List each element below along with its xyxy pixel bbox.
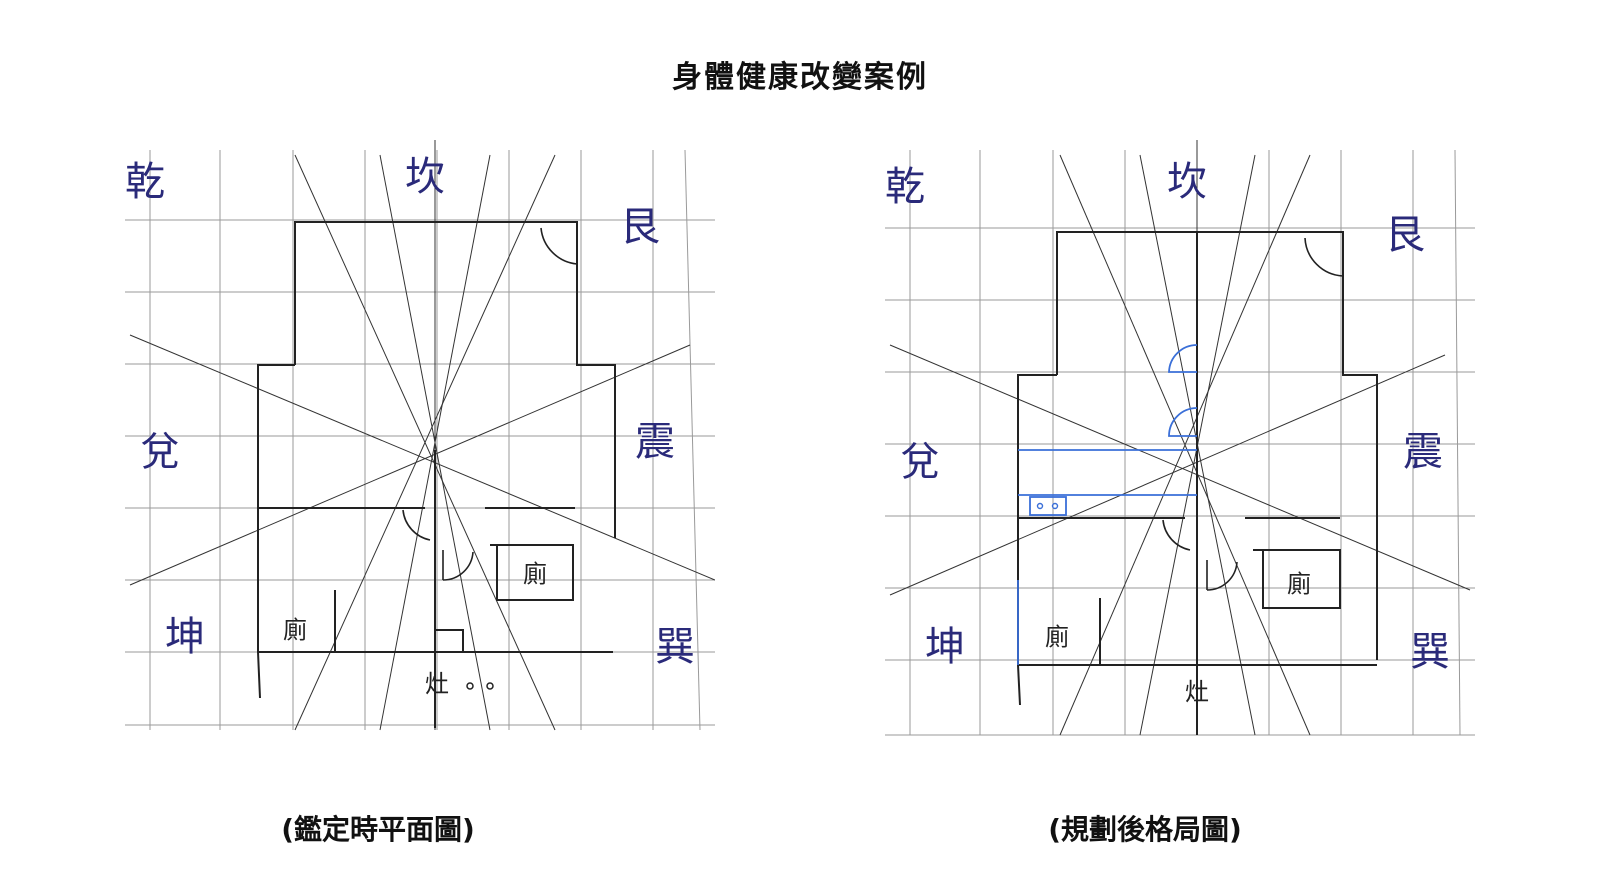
trigram-dui: 兌 [140,429,180,475]
room-label-toilet-left: 廁 [283,616,307,644]
room-label-kitchen: 灶 [425,670,449,698]
sector-lines [889,140,1471,736]
trigram-qian: 乾 [885,164,925,210]
room-label-kitchen: 灶 [1185,678,1209,706]
page-title: 身體健康改變案例 [672,60,928,95]
plan-after: 乾 坎 艮 兌 震 坤 巽 廁 廁 灶 [885,140,1475,740]
walls [1017,231,1378,735]
floorplan-after-drawing: 乾 坎 艮 兌 震 坤 巽 廁 廁 灶 [885,140,1475,736]
trigram-qian: 乾 [125,159,165,205]
plan-before: 乾 坎 艮 兌 震 坤 巽 廁 廁 灶 [125,140,715,740]
doors [1162,237,1344,591]
caption-after: (規劃後格局圖) [1048,813,1242,846]
trigram-xun: 巽 [1410,629,1450,675]
floorplan-before-drawing: 乾 坎 艮 兌 震 坤 巽 廁 廁 灶 [125,140,715,731]
caption-before: (鑑定時平面圖) [281,813,475,846]
doors [402,227,578,581]
trigram-kun: 坤 [165,614,205,660]
trigram-gen: 艮 [1385,212,1425,258]
stove-burners [1036,502,1059,510]
trigram-dui: 兌 [900,439,940,485]
trigram-xun: 巽 [655,624,695,670]
trigram-zhen: 震 [1403,429,1443,475]
trigram-zhen: 震 [635,419,675,465]
room-label-toilet-right: 廁 [1287,570,1311,598]
room-label-toilet-right: 廁 [523,560,547,588]
stove-burners [466,682,494,690]
walls [257,221,616,728]
trigram-kan: 坎 [405,154,445,200]
room-label-toilet-left: 廁 [1045,623,1069,651]
trigram-kun: 坤 [925,624,965,670]
trigram-kan: 坎 [1167,159,1207,205]
trigram-gen: 艮 [620,204,660,250]
revision-marks [1017,344,1198,665]
